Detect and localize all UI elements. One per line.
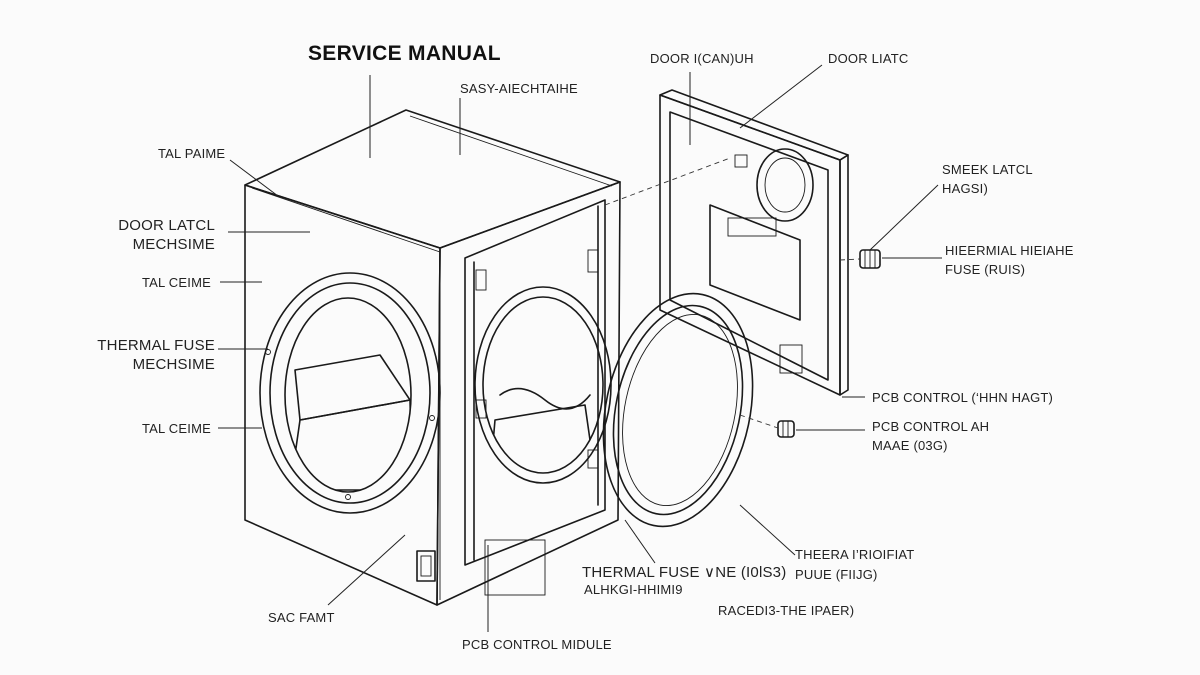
leader-lines <box>218 64 942 632</box>
projection-lines <box>604 157 861 429</box>
label-racedie: RACEDI3-THE IPAER) <box>718 603 855 618</box>
label-door-top-2: DOOR LIATC <box>828 51 909 66</box>
label-tal-paime: TAL PAIME <box>158 146 226 161</box>
label-sac-famt: SAC FAMT <box>268 610 335 625</box>
label-theera-2: PUUE (FIIJG) <box>795 567 878 582</box>
front-porthole <box>259 272 441 514</box>
back-panel <box>659 89 849 396</box>
label-thermal-bottom-2: ALHKGI-HHIMI9 <box>584 582 683 597</box>
label-theera-1: THEERA I’RIOIFIAT <box>795 547 915 562</box>
label-door-latcl-1: DOOR LATCL <box>118 217 215 234</box>
label-hieermial-1: HIEERMIAL HIEIAHE <box>945 243 1074 258</box>
label-pcb-module: PCB CONTROL MIDULE <box>462 637 612 652</box>
interior-frame <box>464 199 612 596</box>
label-smeek-1: SMEEK LATCL <box>942 162 1033 177</box>
fuse-part-lower <box>777 420 795 438</box>
label-tal-ceime-2: TAL CEIME <box>142 421 211 436</box>
label-hieermial-2: FUSE (RUIS) <box>945 262 1026 277</box>
label-sasy: SASY-AIECHTAIHE <box>460 81 578 96</box>
label-thermal-bottom-1: THERMAL FUSE ∨NE (I0lS3) <box>582 564 787 581</box>
label-pcb-ctrl-2: PCB CONTROL AH <box>872 419 990 434</box>
label-pcb-ctrl-3: MAAE (03G) <box>872 438 948 453</box>
door-ring <box>602 292 754 528</box>
label-smeek-2: HAGSI) <box>942 181 988 196</box>
cabinet <box>244 109 621 606</box>
fuse-part-upper <box>859 249 881 269</box>
label-thermal-fuse-2: MECHSIME <box>132 356 215 373</box>
label-door-top-1: DOOR I(CAN)UH <box>650 51 754 66</box>
label-pcb-ctrl-1: PCB CONTROL (‘HHN HAGT) <box>872 390 1054 405</box>
page-title: SERVICE MANUAL <box>308 42 501 65</box>
label-tal-ceime-1: TAL CEIME <box>142 275 211 290</box>
label-door-latcl-2: MECHSIME <box>132 236 215 253</box>
label-thermal-fuse-1: THERMAL FUSE <box>97 337 215 354</box>
